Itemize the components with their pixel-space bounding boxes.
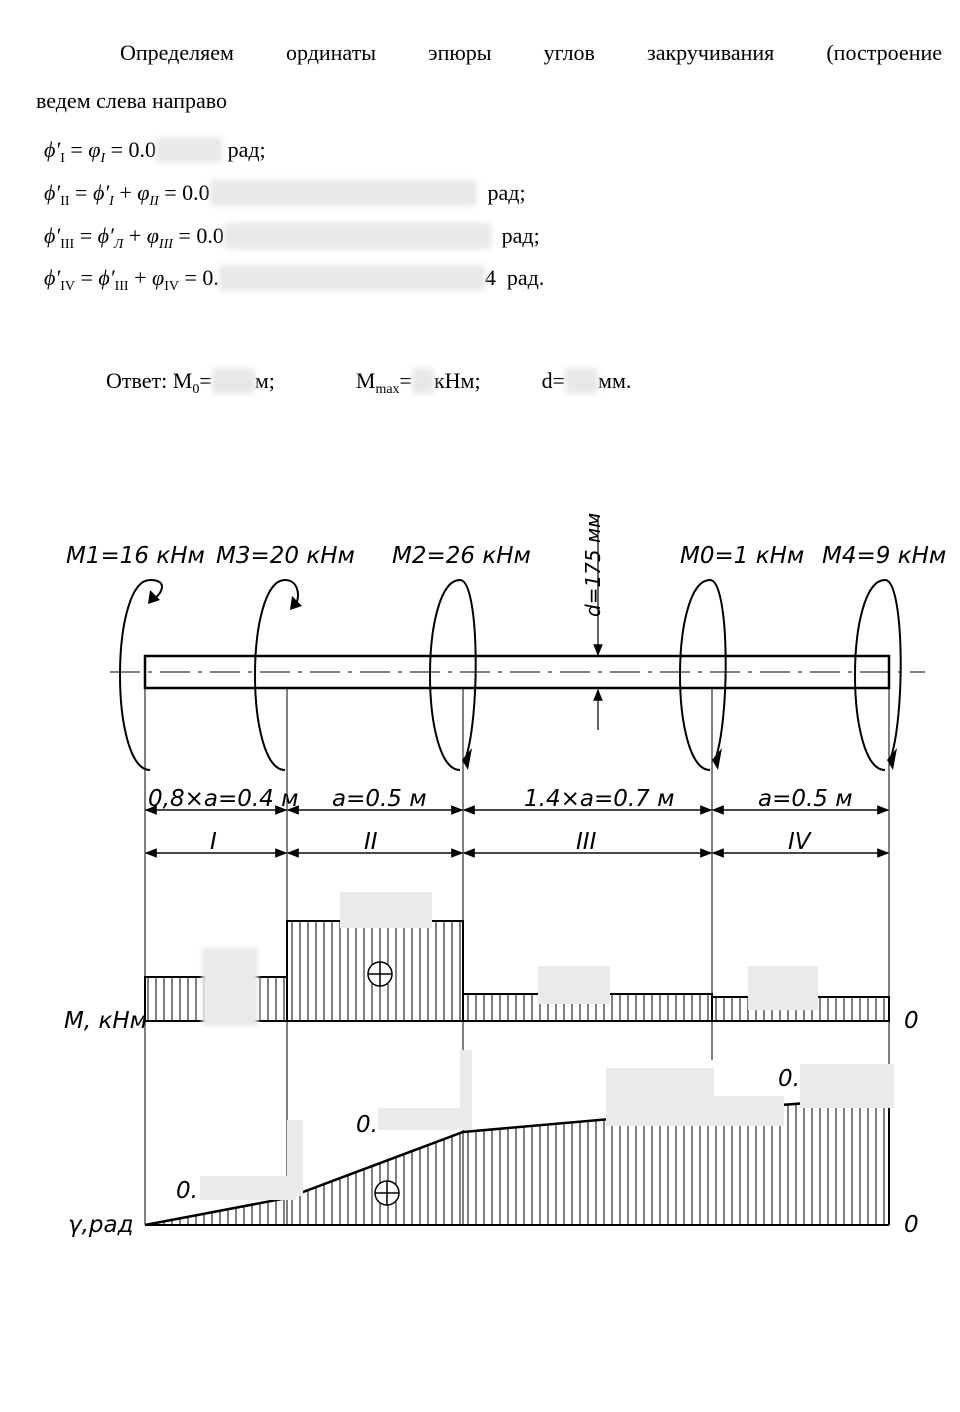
torque-arrow-m1 — [119, 578, 163, 771]
diameter-label: d=175 мм — [581, 513, 605, 617]
angle-value-1: 0. — [176, 1178, 198, 1204]
formula-4: ϕ′IV = ϕ′III + φIV = 0.004263 + 0.000611… — [44, 265, 545, 294]
length-label-4: a=0.5 м — [758, 786, 853, 812]
moment-label-m3: M3=20 кНм — [216, 543, 355, 569]
angle-zero: 0 — [904, 1212, 919, 1238]
paragraph-line-1: Определяем ординаты эпюры углов закручив… — [120, 40, 942, 65]
formula-2: ϕ′II = ϕ′I + φII = 0.000869 + 0.002444 =… — [44, 180, 526, 209]
section-label-4: IV — [788, 829, 813, 855]
formula-1: ϕ′I = φI = 0.0000869 рад; — [44, 137, 266, 166]
section-label-3: III — [576, 829, 597, 855]
angle-axis-label: γ,рад — [68, 1212, 134, 1238]
moment-label-m1: M1=16 кНм — [66, 543, 205, 569]
angle-value-2: 0. — [356, 1112, 378, 1138]
angle-diagram — [145, 1097, 889, 1225]
moment-zero: 0 — [904, 1008, 919, 1034]
moment-label-m2: M2=26 кНм — [392, 543, 531, 569]
length-label-1: 0,8×a=0.4 м — [148, 786, 298, 812]
length-label-2: a=0.5 м — [332, 786, 427, 812]
section-label-1: I — [210, 829, 217, 855]
torque-arrow-m4 — [854, 578, 902, 771]
angle-value-3: 0. — [778, 1066, 800, 1092]
torque-arrow-m0 — [679, 578, 727, 771]
formula-3: ϕ′III = ϕ′Л + φIII = 0.003313 + 0.000950… — [44, 223, 540, 252]
moment-label-m0: M0=1 кНм — [680, 543, 804, 569]
paragraph-line-2: ведем слева направо — [36, 88, 228, 113]
section-label-2: II — [364, 829, 378, 855]
moment-label-m4: M4=9 кНм — [822, 543, 946, 569]
length-label-3: 1.4×a=0.7 м — [524, 786, 674, 812]
torque-arrow-m3 — [254, 578, 299, 771]
torque-arrow-m2 — [429, 578, 477, 771]
moment-axis-label: M, кНм — [64, 1008, 147, 1034]
